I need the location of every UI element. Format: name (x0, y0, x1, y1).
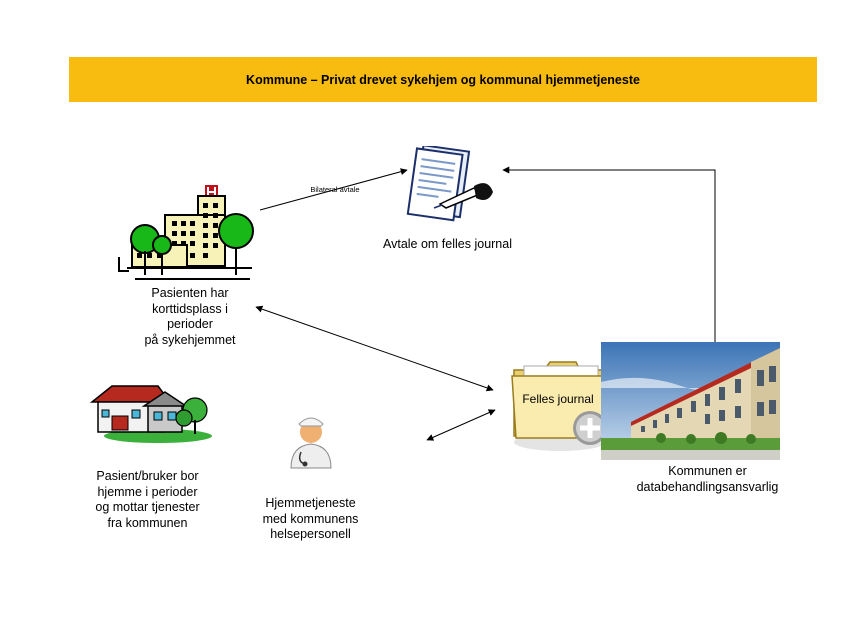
bilateral-agreement-arrow (259, 168, 408, 211)
house-icon (89, 385, 212, 443)
shared-journal-folder-icon (511, 361, 607, 451)
home-care-label: Hjemmetjeneste med kommunens helseperson… (262, 496, 359, 541)
shared-journal-label: Felles journal (522, 392, 594, 406)
nursing-home-icon (118, 185, 254, 280)
municipality-building-photo (601, 342, 780, 460)
nurse-icon (290, 417, 332, 469)
bilateral-agreement-label: Bilateral avtale (310, 185, 360, 194)
home-care-journal-arrow (426, 409, 496, 441)
agreement-label: Avtale om felles journal (382, 237, 512, 251)
diagram-title: Kommune – Privat drevet sykehjem og komm… (246, 72, 640, 87)
signed-document-icon (406, 146, 493, 222)
municipality-label: Kommunen er databehandlingsansvarlig (636, 464, 779, 494)
nursing-home-label: Pasienten har korttidsplass i perioder p… (144, 286, 236, 347)
home-patient-label: Pasient/bruker bor hjemme i perioder og … (95, 469, 200, 530)
nursing-home-journal-arrow (255, 305, 494, 392)
diagram-title-banner: Kommune – Privat drevet sykehjem og komm… (69, 57, 817, 102)
municipality-agreement-arrow (502, 166, 716, 343)
